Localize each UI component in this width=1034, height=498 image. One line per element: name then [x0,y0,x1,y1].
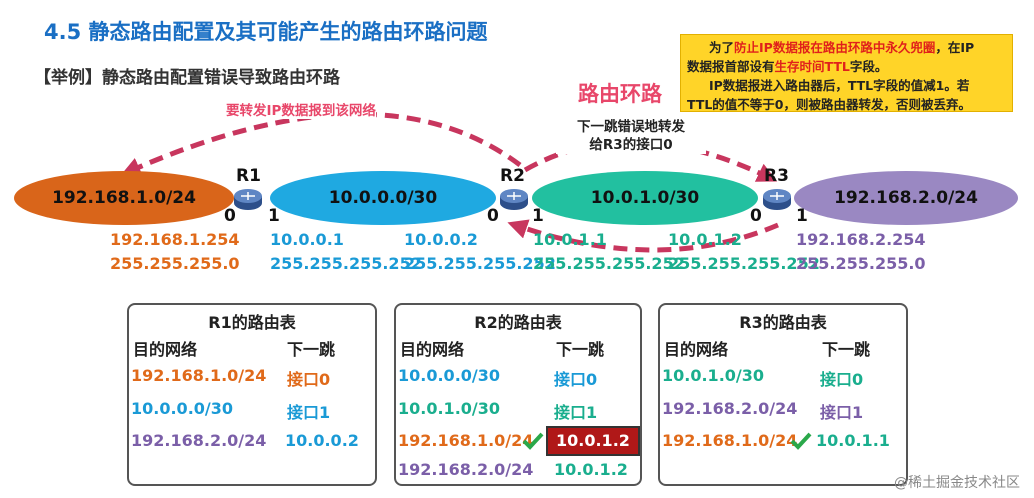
note-line-4: TTL的值不等于0，则被路由器转发，否则被丢弃。 [687,97,972,112]
routing-table-r3: R3的路由表 目的网络 下一跳 10.0.1.0/30 接口0 192.168.… [658,303,908,486]
r2-row1-next: 接口0 [554,370,598,389]
r3-row1-next: 接口0 [820,370,864,389]
r2-port-1: 1 [532,206,544,226]
network-10-0-0-0: 10.0.0.0/30 [270,171,496,225]
router-r1 [233,187,263,215]
r2-row3-next-wrong: 10.0.1.2 [546,426,640,456]
router-label-r1: R1 [236,166,261,186]
page-subtitle: 【举例】静态路由配置错误导致路由环路 [34,68,340,88]
col-dest-header: 目的网络 [664,340,729,359]
r1-port-1: 1 [268,206,280,226]
ttl-note-box: 为了防止IP数据报在路由环路中永久兜圈，在IP 数据报首部设有生存时间TTL字段… [680,34,1013,112]
note-line-2: 数据报首部设有生存时间TTL字段。 [687,59,888,74]
address-r1-if1: 10.0.0.1 255.255.255.252 [270,230,422,273]
forward-arrow [120,111,522,177]
forward-arrow-label: 要转发IP数据报到该网络 [226,99,376,119]
routing-loop-title: 路由环路 [578,82,662,106]
r1-row2-dest: 10.0.0.0/30 [131,399,234,418]
r3-port-1: 1 [796,206,808,226]
router-icon [763,189,791,210]
check-icon [790,432,812,450]
watermark: @稀土掘金技术社区 [894,475,1020,491]
check-icon [522,432,544,450]
table-title: R3的路由表 [739,313,827,332]
network-192-168-1-0: 192.168.1.0/24 [14,171,234,225]
router-icon [500,189,528,210]
network-10-0-1-0: 10.0.1.0/30 [532,171,758,225]
loop-arrow-back-to-r2 [507,219,779,253]
page-title: 4.5 静态路由配置及其可能产生的路由环路问题 [44,20,488,44]
col-dest-header: 目的网络 [400,340,465,359]
address-r2-if1: 10.0.1.1 255.255.255.252 [533,230,685,273]
r2-row1-dest: 10.0.0.0/30 [398,366,501,385]
router-label-r2: R2 [500,166,525,186]
routing-table-r2: R2的路由表 目的网络 下一跳 10.0.0.0/30 接口0 10.0.1.0… [394,303,642,486]
address-r1-if0: 192.168.1.254 255.255.255.0 [110,230,240,273]
table-title: R1的路由表 [208,313,296,332]
table-title: R2的路由表 [474,313,562,332]
r1-port-0: 0 [224,206,236,226]
r3-row2-next: 接口1 [820,403,864,422]
network-192-168-2-0: 192.168.2.0/24 [794,171,1018,225]
address-r2-if0: 10.0.0.2 255.255.255.252 [404,230,556,273]
col-next-header: 下一跳 [556,340,605,359]
note-line-1: 为了防止IP数据报在路由环路中永久兜圈，在IP [709,40,975,55]
router-label-r3: R3 [764,166,789,186]
router-r2 [499,187,529,215]
router-r3 [762,187,792,215]
r2-row2-next: 接口1 [554,403,598,422]
r2-row3-dest: 192.168.1.0/24 [398,431,534,450]
r2-row2-dest: 10.0.1.0/30 [398,399,501,418]
r1-row1-dest: 192.168.1.0/24 [131,366,267,385]
r1-row3-dest: 192.168.2.0/24 [131,431,267,450]
r2-row4-next: 10.0.1.2 [554,460,628,479]
address-r3-if1: 192.168.2.254 255.255.255.0 [796,230,926,273]
r2-port-0: 0 [487,206,499,226]
col-next-header: 下一跳 [822,340,871,359]
routing-table-r1: R1的路由表 目的网络 下一跳 192.168.1.0/24 接口0 10.0.… [127,303,377,486]
r3-row2-dest: 192.168.2.0/24 [662,399,798,418]
address-r3-if0: 10.0.1.2 255.255.255.252 [668,230,820,273]
r3-row3-next: 10.0.1.1 [816,431,890,450]
r3-row3-dest: 192.168.1.0/24 [662,431,798,450]
col-dest-header: 目的网络 [133,340,198,359]
col-next-header: 下一跳 [287,340,336,359]
r3-row1-dest: 10.0.1.0/30 [662,366,765,385]
r1-row2-next: 接口1 [287,403,331,422]
r1-row3-next: 10.0.0.2 [285,431,359,450]
note-line-3: IP数据报进入路由器后，TTL字段的值减1。若 [709,78,970,93]
r3-port-0: 0 [750,206,762,226]
r2-row4-dest: 192.168.2.0/24 [398,460,534,479]
router-icon [234,189,262,210]
r1-row1-next: 接口0 [287,370,331,389]
routing-loop-note: 下一跳错误地转发 给R3的接口0 [556,118,706,154]
